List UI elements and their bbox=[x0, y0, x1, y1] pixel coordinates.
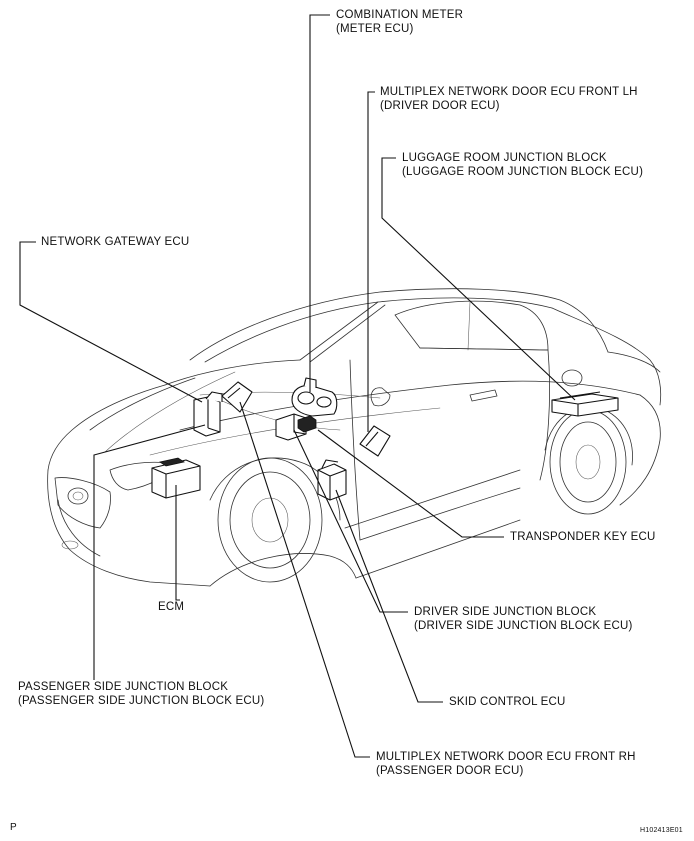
label-driver-side-junction-block: DRIVER SIDE JUNCTION BLOCK (DRIVER SIDE … bbox=[414, 606, 633, 632]
passenger-door-ecu-part bbox=[221, 381, 253, 413]
label-door-ecu-front-lh: MULTIPLEX NETWORK DOOR ECU FRONT LH (DRI… bbox=[380, 86, 638, 112]
combination-meter-part bbox=[291, 377, 338, 417]
label-door-ecu-front-rh: MULTIPLEX NETWORK DOOR ECU FRONT RH (PAS… bbox=[376, 751, 636, 777]
label-luggage-room-junction-block: LUGGAGE ROOM JUNCTION BLOCK (LUGGAGE ROO… bbox=[402, 152, 644, 178]
label-skid-control-ecu: SKID CONTROL ECU bbox=[449, 696, 566, 708]
leader-lines bbox=[19, 14, 576, 758]
label-network-gateway-ecu: NETWORK GATEWAY ECU bbox=[41, 236, 190, 248]
label-passenger-side-junction-block: PASSENGER SIDE JUNCTION BLOCK (PASSENGER… bbox=[18, 681, 265, 707]
driver-side-junction-block-part bbox=[275, 413, 317, 441]
ecm-part bbox=[151, 457, 201, 499]
label-ecm: ECM bbox=[158, 601, 185, 613]
network-gateway-ecu-part bbox=[193, 391, 223, 437]
rear-wheel bbox=[544, 406, 633, 515]
luggage-room-junction-block-part bbox=[551, 391, 619, 417]
driver-door-ecu-part bbox=[359, 425, 391, 457]
page-mark: P bbox=[10, 822, 17, 833]
figure-id: H102413E01 bbox=[640, 827, 683, 834]
label-combination-meter: COMBINATION METER (METER ECU) bbox=[336, 9, 464, 35]
skid-control-ecu-part bbox=[317, 459, 347, 501]
label-transponder-key-ecu: TRANSPONDER KEY ECU bbox=[510, 531, 656, 543]
